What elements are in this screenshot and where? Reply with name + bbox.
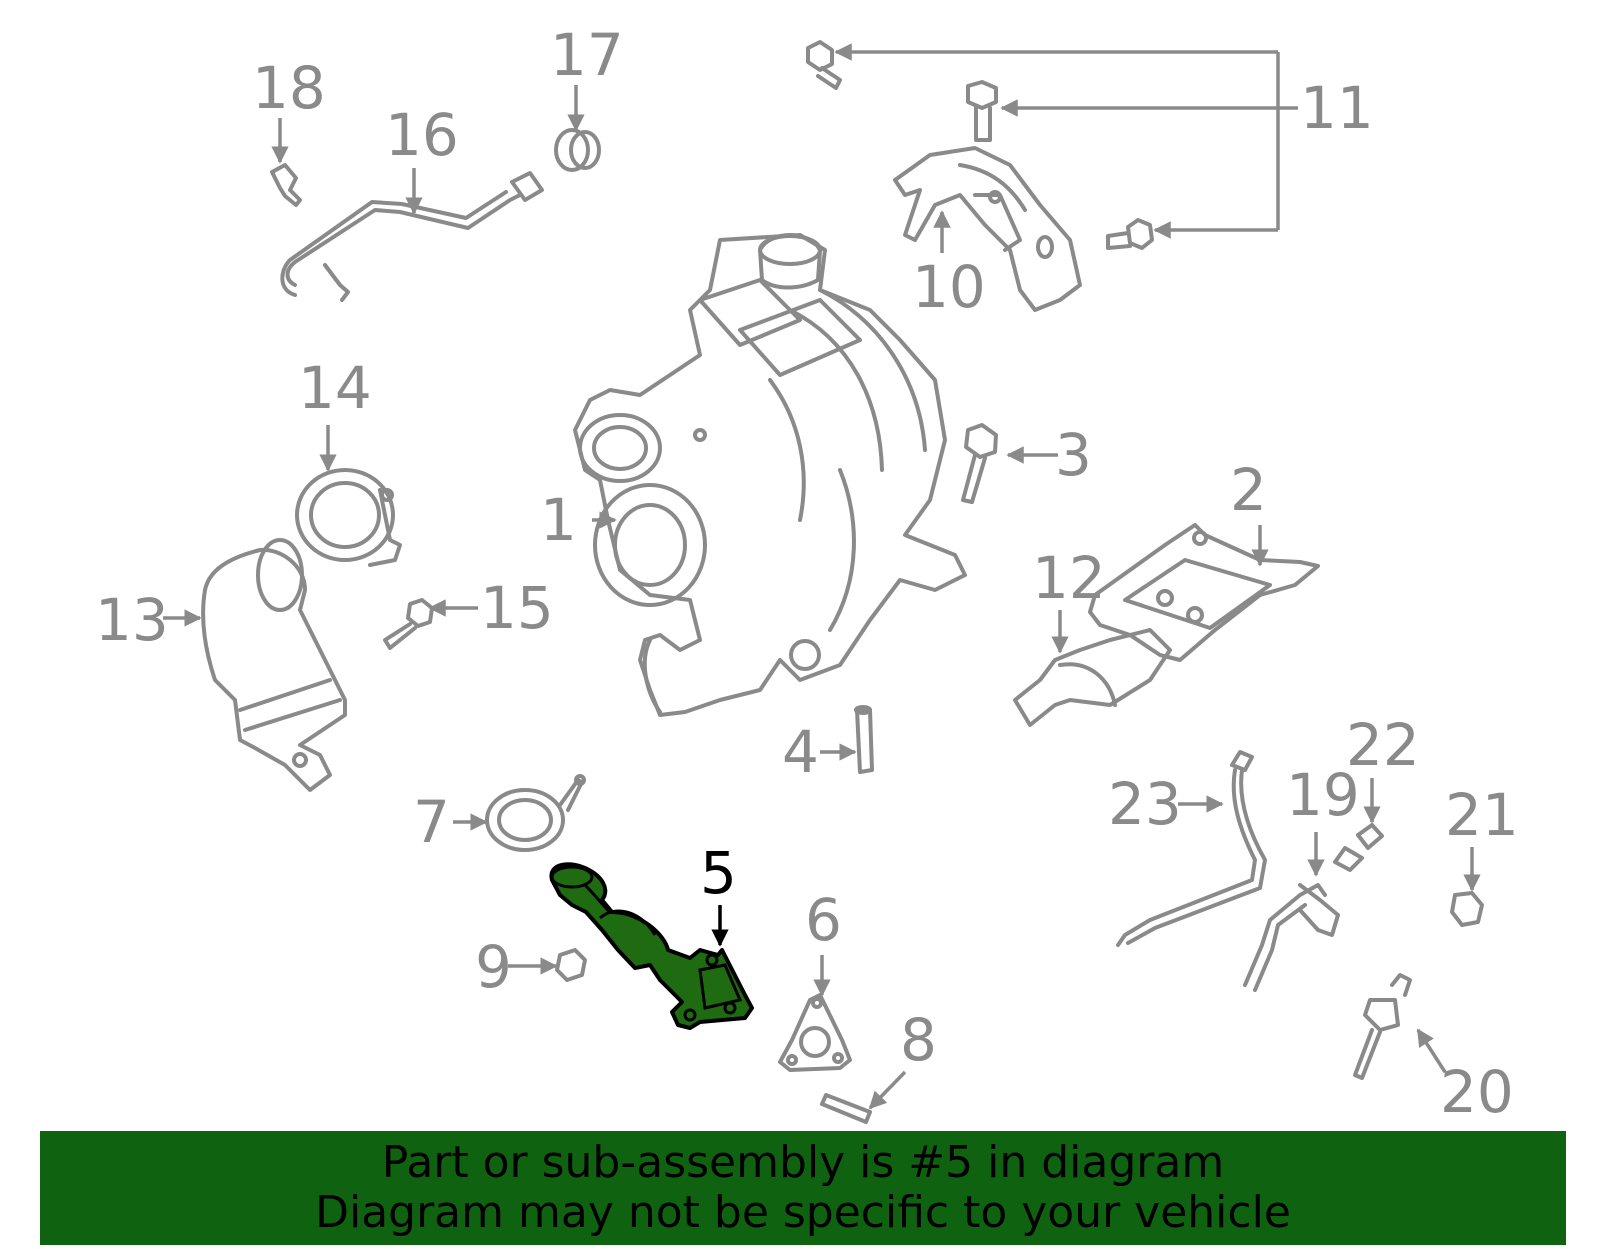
part-14-clamp[interactable] (295, 468, 402, 567)
callout-23: 23 (1108, 770, 1182, 838)
part-20-sensor[interactable] (1353, 973, 1412, 1080)
part-4-dowel[interactable] (854, 705, 874, 774)
callout-11: 11 (1300, 74, 1374, 142)
callout-15: 15 (480, 574, 554, 642)
callout-18: 18 (252, 54, 326, 122)
callout-12: 12 (1032, 544, 1106, 612)
leader-lines (163, 43, 1481, 1110)
callout-10: 10 (912, 253, 986, 321)
part-3-bolt[interactable] (961, 423, 998, 504)
part-5-pipe-highlighted[interactable] (549, 862, 754, 1030)
part-9-nut[interactable] (555, 948, 587, 982)
callout-20: 20 (1440, 1058, 1514, 1126)
callout-17: 17 (550, 21, 624, 89)
notice-banner: Part or sub-assembly is #5 in diagram Di… (40, 1131, 1566, 1245)
callout-3: 3 (1055, 421, 1092, 489)
callout-6: 6 (805, 886, 842, 954)
callout-5-highlighted: 5 (700, 839, 737, 907)
part-1-turbocharger[interactable] (573, 233, 967, 717)
callout-16: 16 (385, 101, 459, 169)
part-19-sensor[interactable] (1243, 883, 1340, 992)
callout-2: 2 (1230, 456, 1267, 524)
part-16-tube[interactable] (280, 171, 544, 302)
part-6-gasket[interactable] (778, 993, 852, 1072)
part-22-sensor[interactable] (1333, 823, 1384, 872)
callout-4: 4 (782, 718, 819, 786)
part-23-sensor-tube[interactable] (1116, 750, 1267, 947)
part-17-grommet[interactable] (554, 128, 601, 172)
part-7-clamp[interactable] (485, 774, 586, 852)
banner-line-1: Part or sub-assembly is #5 in diagram (381, 1137, 1225, 1188)
part-13-inlet-pipe[interactable] (201, 538, 347, 792)
callout-7: 7 (413, 788, 450, 856)
part-2-gasket[interactable] (1088, 523, 1320, 662)
part-8-pin[interactable] (820, 1093, 872, 1124)
callout-8: 8 (900, 1006, 937, 1074)
part-15-bolt[interactable] (383, 598, 434, 650)
callout-14: 14 (298, 354, 372, 422)
callout-22: 22 (1346, 711, 1420, 779)
callout-13: 13 (95, 586, 169, 654)
callout-9: 9 (475, 933, 512, 1001)
callout-19: 19 (1286, 761, 1360, 829)
callout-1: 1 (540, 486, 577, 554)
callout-21: 21 (1445, 781, 1519, 849)
part-10-heat-shield[interactable] (893, 146, 1082, 312)
part-12-heat-shield[interactable] (1013, 628, 1172, 727)
callout-labels: 1 2 3 4 5 6 7 8 9 10 11 12 13 14 15 16 1… (95, 21, 1519, 1126)
part-21-nut[interactable] (1450, 891, 1484, 927)
part-11-bolts[interactable] (806, 40, 1154, 250)
banner-line-2: Diagram may not be specific to your vehi… (315, 1187, 1291, 1238)
part-18-sensor[interactable] (270, 163, 302, 207)
